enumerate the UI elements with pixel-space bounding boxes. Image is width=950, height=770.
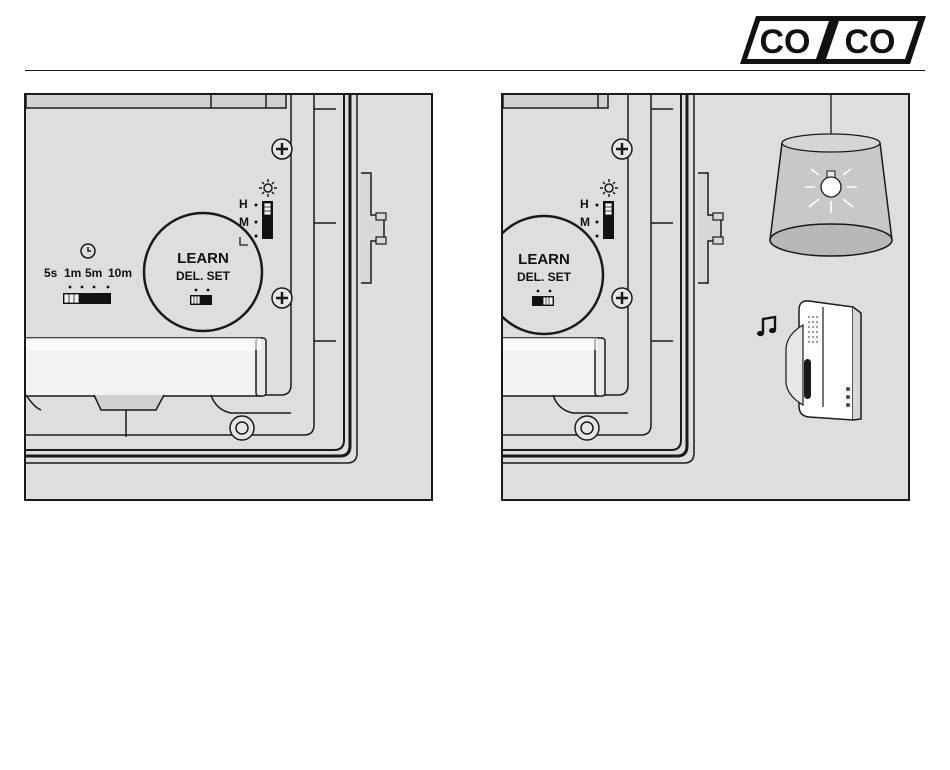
logo-word-1: CO bbox=[760, 23, 811, 61]
brightness-h-label: H bbox=[239, 197, 248, 211]
figure-right-paired-receivers: H M LEARN DEL. SET bbox=[501, 93, 910, 501]
timer-label-5m: 5m bbox=[85, 266, 102, 280]
learn-label: LEARN bbox=[518, 251, 570, 268]
brightness-m-label: M bbox=[580, 215, 590, 229]
learn-switch[interactable]: LEARN DEL. SET bbox=[176, 250, 231, 305]
timer-label-1m: 1m bbox=[64, 266, 81, 280]
music-note-icon bbox=[757, 317, 776, 336]
header-rule bbox=[25, 70, 925, 71]
mounting-hole-icon bbox=[230, 416, 254, 440]
sun-icon bbox=[600, 179, 618, 197]
learn-label: LEARN bbox=[177, 250, 229, 267]
del-set-label: DEL. SET bbox=[517, 270, 572, 284]
timer-switch[interactable]: 5s 1m 5m 10m bbox=[44, 266, 132, 304]
battery bbox=[26, 338, 266, 396]
logo-word-2: CO bbox=[845, 23, 896, 61]
doorbell-receiver-icon bbox=[786, 301, 861, 420]
coco-logo: CO CO bbox=[738, 14, 928, 66]
learn-switch[interactable]: LEARN DEL. SET bbox=[517, 251, 572, 306]
screw-icon bbox=[612, 139, 632, 159]
screw-icon bbox=[272, 139, 292, 159]
screw-icon bbox=[272, 288, 292, 308]
figure-left-device-switches: H M 5s 1m 5m 10m bbox=[24, 93, 433, 501]
battery bbox=[503, 338, 605, 396]
del-set-label: DEL. SET bbox=[176, 269, 231, 283]
sun-icon bbox=[259, 179, 277, 197]
mounting-hole-icon bbox=[575, 416, 599, 440]
timer-label-10m: 10m bbox=[108, 266, 132, 280]
brightness-switch[interactable]: H M bbox=[239, 197, 273, 245]
timer-label-5s: 5s bbox=[44, 266, 58, 280]
screw-icon bbox=[612, 288, 632, 308]
brightness-h-label: H bbox=[580, 197, 589, 211]
pendant-lamp-icon bbox=[770, 95, 892, 256]
clock-icon bbox=[81, 244, 95, 258]
